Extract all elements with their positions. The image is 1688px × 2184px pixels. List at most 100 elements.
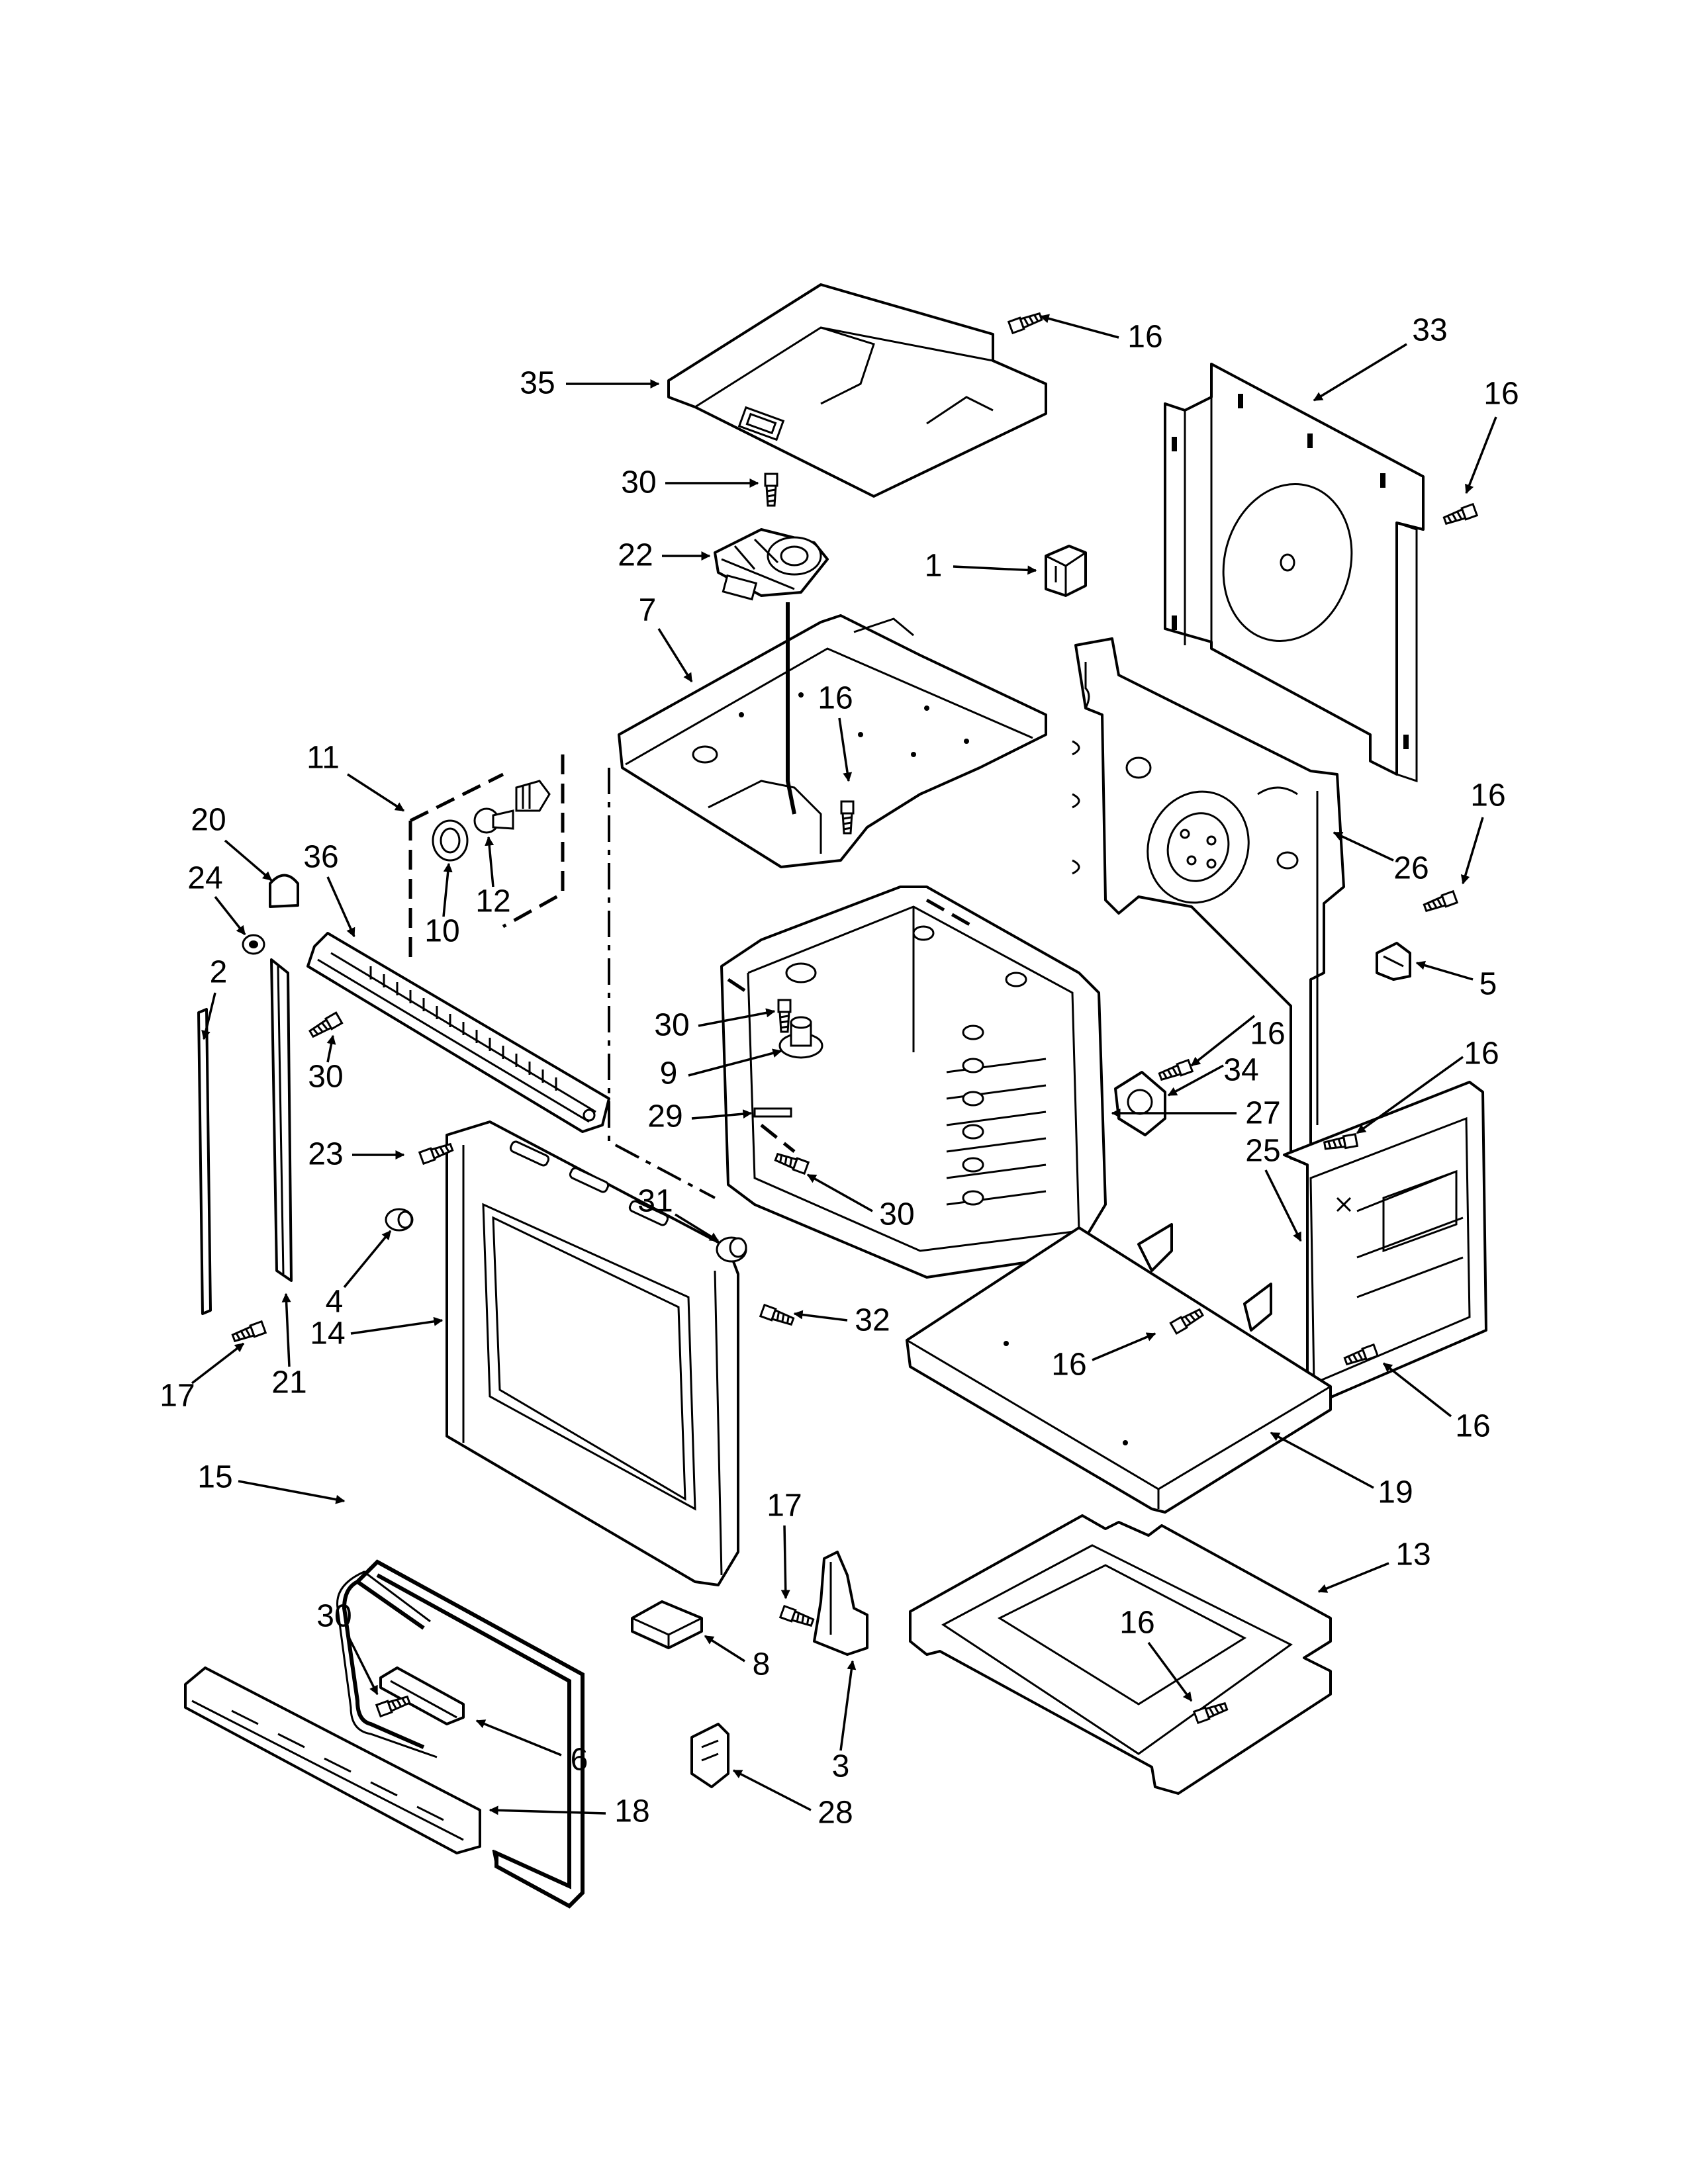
clip bbox=[690, 1723, 729, 1788]
callout-30: 30 bbox=[879, 1197, 914, 1232]
leader-arrow bbox=[347, 773, 405, 812]
leader-arrow bbox=[1313, 343, 1407, 402]
base-pan bbox=[909, 1514, 1332, 1795]
hinge-bracket bbox=[813, 1551, 868, 1656]
leader-arrow bbox=[704, 1635, 745, 1662]
callout-31: 31 bbox=[637, 1184, 673, 1219]
leader-arrow bbox=[489, 1805, 606, 1815]
leader-arrow bbox=[698, 1008, 776, 1027]
callout-18: 18 bbox=[614, 1794, 649, 1829]
callout-25: 25 bbox=[1245, 1134, 1280, 1169]
leader-arrow bbox=[780, 1525, 790, 1600]
screw bbox=[777, 999, 792, 1033]
leader-arrow bbox=[1465, 416, 1497, 494]
screw bbox=[1422, 890, 1458, 915]
cap bbox=[269, 874, 299, 908]
leader-arrow bbox=[350, 1316, 444, 1335]
leader-arrow bbox=[1147, 1641, 1193, 1702]
leader-arrow bbox=[1317, 1562, 1389, 1593]
lamp-socket bbox=[432, 819, 469, 862]
leader-arrow bbox=[1382, 1362, 1452, 1418]
callout-2: 2 bbox=[210, 955, 228, 990]
side-panel bbox=[1283, 1081, 1487, 1404]
leader-arrow bbox=[1190, 1015, 1256, 1067]
callout-7: 7 bbox=[639, 593, 657, 628]
grommet bbox=[242, 934, 265, 955]
leader-arrow bbox=[214, 895, 246, 936]
leader-arrow bbox=[281, 1293, 291, 1367]
callout-12: 12 bbox=[475, 884, 510, 919]
screw bbox=[230, 1320, 267, 1345]
callout-20: 20 bbox=[191, 803, 226, 838]
leader-arrow bbox=[1039, 314, 1119, 339]
callout-30: 30 bbox=[316, 1599, 352, 1634]
rear-panel bbox=[1164, 363, 1425, 783]
callout-16: 16 bbox=[1250, 1017, 1285, 1052]
leader-arrow bbox=[191, 1342, 245, 1385]
leader-arrow bbox=[1333, 831, 1394, 862]
callout-30: 30 bbox=[621, 465, 656, 500]
leader-arrow bbox=[326, 1034, 336, 1063]
callout-32: 32 bbox=[855, 1303, 890, 1338]
door-gasket bbox=[336, 1559, 585, 1909]
callout-36: 36 bbox=[303, 840, 338, 875]
callout-21: 21 bbox=[271, 1365, 306, 1400]
leader-arrow bbox=[1167, 1064, 1224, 1097]
screw bbox=[1442, 503, 1478, 527]
leader-arrow bbox=[485, 836, 494, 887]
strike bbox=[379, 1666, 465, 1725]
light-assembly bbox=[408, 754, 565, 960]
callout-6: 6 bbox=[571, 1743, 588, 1778]
callout-26: 26 bbox=[1393, 851, 1429, 886]
leader-arrow bbox=[657, 628, 693, 683]
callout-34: 34 bbox=[1223, 1053, 1258, 1088]
leader-arrow bbox=[953, 565, 1037, 575]
bottom-shelf bbox=[906, 1223, 1332, 1514]
callout-16: 16 bbox=[1483, 377, 1519, 412]
leader-arrow bbox=[442, 862, 453, 917]
bracket bbox=[1045, 545, 1087, 597]
leader-arrow bbox=[1356, 1056, 1464, 1134]
callout-23: 23 bbox=[308, 1137, 343, 1172]
rear-cavity-panel bbox=[1072, 637, 1345, 1166]
screw bbox=[759, 1304, 796, 1328]
screw bbox=[1157, 1059, 1194, 1083]
leader-arrow bbox=[1092, 1332, 1156, 1361]
leader-arrow bbox=[838, 717, 853, 782]
screw bbox=[375, 1693, 412, 1717]
callout-8: 8 bbox=[753, 1647, 771, 1682]
callout-19: 19 bbox=[1378, 1475, 1413, 1510]
lamp-lens bbox=[473, 807, 514, 834]
leader-arrow bbox=[1264, 1169, 1302, 1242]
leader-arrow bbox=[238, 1480, 346, 1504]
callout-13: 13 bbox=[1395, 1537, 1430, 1572]
leader-arrow bbox=[688, 1048, 782, 1077]
callout-28: 28 bbox=[818, 1796, 853, 1831]
leader-arrow bbox=[675, 1213, 720, 1242]
gasket-strip bbox=[197, 1008, 212, 1315]
leader-arrows bbox=[191, 314, 1497, 1815]
clip bbox=[1376, 942, 1411, 981]
screw bbox=[1008, 310, 1044, 334]
leader-arrow bbox=[1270, 1432, 1374, 1489]
roller bbox=[716, 1236, 747, 1263]
leader-arrow bbox=[1415, 960, 1474, 981]
callout-3: 3 bbox=[832, 1749, 850, 1784]
screw bbox=[764, 473, 778, 507]
top-panel bbox=[618, 614, 1047, 868]
callout-5: 5 bbox=[1479, 967, 1497, 1002]
callout-11: 11 bbox=[306, 741, 340, 776]
leader-arrow bbox=[793, 1310, 848, 1322]
callout-35: 35 bbox=[520, 366, 555, 401]
leader-arrow bbox=[691, 1109, 753, 1120]
callout-15: 15 bbox=[197, 1460, 232, 1495]
gasket bbox=[1114, 1071, 1166, 1136]
leader-arrow bbox=[475, 1719, 562, 1756]
screw bbox=[307, 1011, 344, 1040]
leader-arrow bbox=[839, 1660, 857, 1751]
leader-arrow bbox=[732, 1769, 812, 1811]
top-shield bbox=[667, 283, 1047, 498]
callout-16: 16 bbox=[818, 681, 853, 716]
